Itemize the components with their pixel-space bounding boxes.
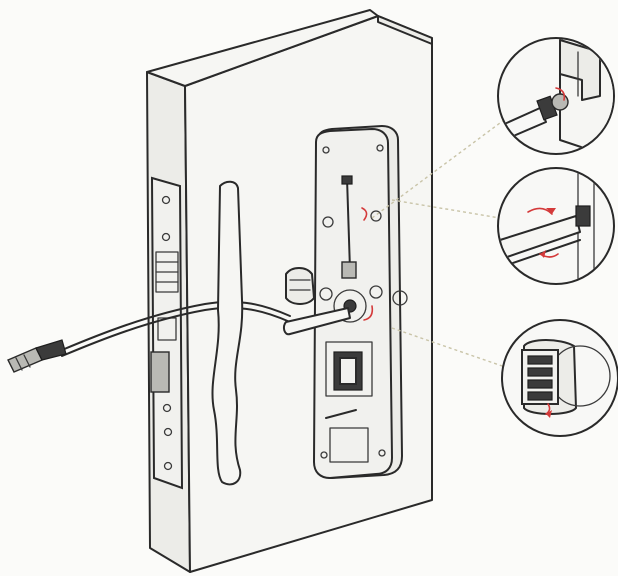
latch-arrow xyxy=(545,403,551,415)
mortise-faceplate xyxy=(150,176,184,490)
lever-bar xyxy=(282,307,351,336)
faceplate xyxy=(150,176,184,490)
door-right-edge xyxy=(377,15,433,45)
inner-back-plate xyxy=(312,125,403,480)
spindle-tip xyxy=(575,205,591,227)
detail-circle-screw xyxy=(497,37,615,155)
rotate-arrow-upper xyxy=(361,207,368,221)
plate-hole-bottom-right xyxy=(378,449,386,457)
connection-cable xyxy=(7,300,291,373)
handle-cutout xyxy=(211,180,244,486)
callout-leaders xyxy=(371,119,509,369)
spindle-block xyxy=(341,261,357,279)
lever-rear xyxy=(285,267,315,305)
detail-circle-rotation xyxy=(497,167,615,285)
rotate-arrow-hub xyxy=(363,305,374,321)
faceplate-screw-bottom xyxy=(163,461,173,471)
faceplate-screw-2 xyxy=(161,232,171,242)
upper-spindle xyxy=(346,177,351,271)
battery-window xyxy=(325,341,373,397)
cable-wire xyxy=(61,300,291,351)
lever-handle xyxy=(282,267,408,336)
hub-outer xyxy=(333,289,367,323)
cable-connector xyxy=(7,339,67,373)
faceplate-screw-3 xyxy=(162,403,172,413)
plate-hole-top-right xyxy=(376,144,384,152)
faceplate-screw-top xyxy=(161,195,171,205)
lower-screw xyxy=(325,409,357,419)
rotation-arrow-top xyxy=(527,207,553,215)
deadbolt xyxy=(150,351,170,393)
faceplate-screw-4 xyxy=(163,427,173,437)
plate-hole-top-left xyxy=(322,146,330,154)
detail-circle-latch xyxy=(501,319,618,437)
plate-hole-bottom-left xyxy=(320,451,328,459)
